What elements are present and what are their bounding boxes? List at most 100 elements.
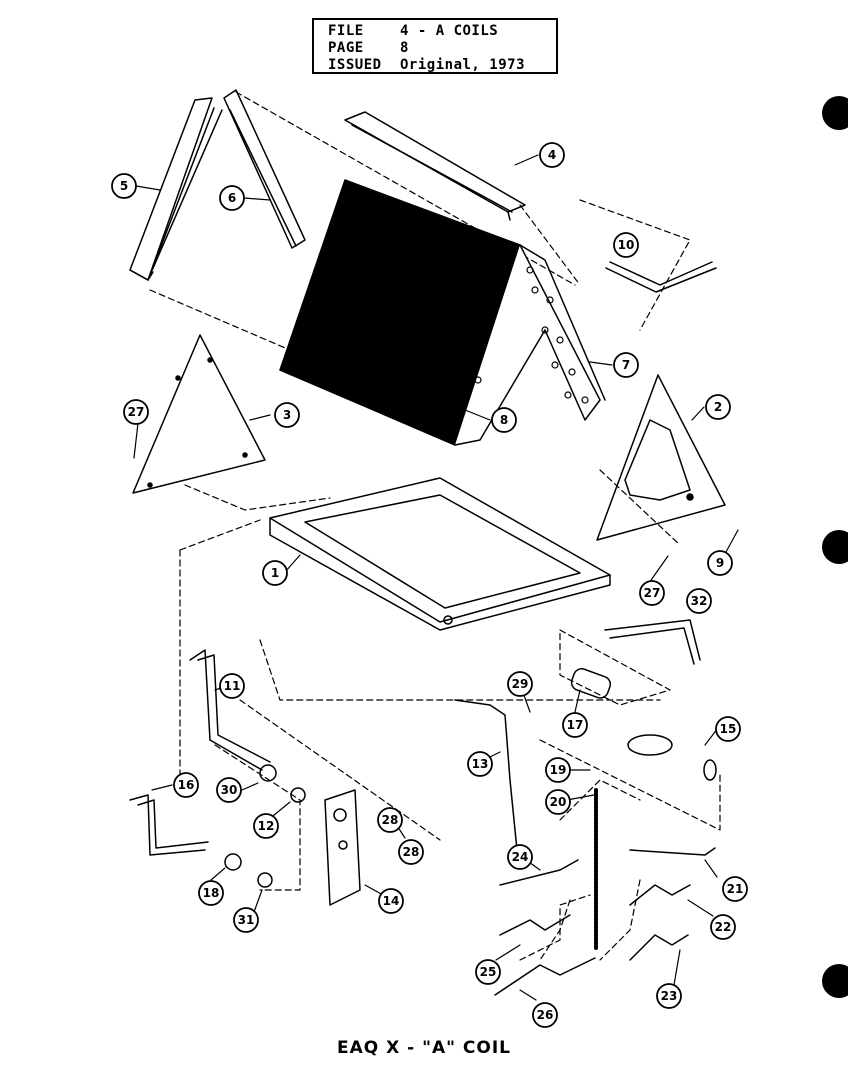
callout-circle-32 (686, 588, 712, 614)
callout-label-15: 15 (720, 722, 737, 736)
part-5-left-trough (129, 97, 215, 281)
callout-circle-17 (562, 712, 588, 738)
callout-label-7: 7 (622, 358, 630, 372)
callout-circle-16 (173, 772, 199, 798)
callout-circle-13 (467, 751, 493, 777)
callout-label-11: 11 (224, 679, 241, 693)
part-16-pipe (129, 794, 209, 856)
issued-value: Original, 1973 (400, 57, 526, 73)
callout-circle-12 (253, 813, 279, 839)
part-2-end-plate (596, 374, 726, 541)
callout-circle-5 (111, 173, 137, 199)
part-10-tube (605, 261, 717, 293)
callout-label-2: 2 (714, 400, 722, 414)
callout-circle-21 (722, 876, 748, 902)
callout-circle-19 (545, 757, 571, 783)
part-14-bracket (324, 789, 361, 906)
part-31-fitting (257, 872, 273, 888)
part-18-nut (224, 853, 242, 871)
callout-circle-6 (219, 185, 245, 211)
callout-circle-26 (532, 1002, 558, 1028)
callout-label-24: 24 (512, 850, 529, 864)
callout-circle-22 (710, 914, 736, 940)
callout-label-13: 13 (472, 757, 489, 771)
a-coil-assembly (279, 179, 606, 446)
callout-circle-29 (507, 671, 533, 697)
issued-row: ISSUED Original, 1973 (328, 57, 556, 74)
file-row: FILE 4 - A COILS (328, 23, 556, 40)
callout-circle-10 (613, 232, 639, 258)
callout-label-32: 32 (691, 594, 708, 608)
callout-label-30: 30 (221, 783, 238, 797)
callout-label-8: 8 (500, 413, 508, 427)
callout-circle-2 (705, 394, 731, 420)
callout-label-16: 16 (178, 778, 195, 792)
callout-circle-27 (639, 580, 665, 606)
callout-label-1: 1 (271, 566, 279, 580)
callout-label-19: 19 (550, 763, 567, 777)
callout-circle-31 (233, 907, 259, 933)
callout-circle-1 (262, 560, 288, 586)
callout-circle-28 (377, 807, 403, 833)
callout-label-20: 20 (550, 795, 567, 809)
callout-circle-7 (613, 352, 639, 378)
part-1-drain-pan (269, 477, 611, 631)
page-label: PAGE (328, 40, 364, 56)
callout-circle-14 (378, 888, 404, 914)
callout-circle-3 (274, 402, 300, 428)
callout-label-29: 29 (512, 677, 529, 691)
callout-label-22: 22 (715, 920, 732, 934)
issued-label: ISSUED (328, 57, 382, 73)
callout-label-21: 21 (727, 882, 744, 896)
callout-label-26: 26 (537, 1008, 554, 1022)
part-23-baffle (629, 934, 689, 961)
callout-leaders (133, 154, 739, 1001)
file-info-box: FILE 4 - A COILS PAGE 8 ISSUED Original,… (312, 18, 558, 74)
part-22-baffle (629, 884, 691, 906)
callout-label-14: 14 (383, 894, 400, 908)
binder-hole-icon (822, 96, 848, 130)
callout-label-27: 27 (128, 405, 145, 419)
callout-circle-30 (216, 777, 242, 803)
callout-label-10: 10 (618, 238, 635, 252)
file-label: FILE (328, 23, 364, 39)
callout-label-28: 28 (403, 845, 420, 859)
callout-circle-9 (707, 550, 733, 576)
callout-circle-25 (475, 959, 501, 985)
callout-circle-4 (539, 142, 565, 168)
callout-circle-27 (123, 399, 149, 425)
callout-circle-23 (656, 983, 682, 1009)
callout-label-23: 23 (661, 989, 678, 1003)
part-12-fitting (290, 787, 306, 803)
page-row: PAGE 8 (328, 40, 556, 57)
part-3-end-plate (132, 334, 266, 494)
callout-balloons: 1234567891011121314151617181920212223242… (111, 142, 748, 1028)
callout-label-28: 28 (382, 813, 399, 827)
callout-label-4: 4 (548, 148, 556, 162)
callout-label-18: 18 (203, 886, 220, 900)
part-21-baffle (629, 847, 716, 856)
callout-label-12: 12 (258, 819, 275, 833)
part-11-pipe (189, 649, 271, 771)
callout-label-17: 17 (567, 718, 584, 732)
file-value: 4 - A COILS (400, 23, 499, 39)
part-30-nut (259, 764, 277, 782)
callout-label-27: 27 (644, 586, 661, 600)
part-32-tube (604, 619, 701, 665)
callout-label-6: 6 (228, 191, 236, 205)
part-6-slotted-channel (149, 89, 306, 276)
callout-label-9: 9 (716, 556, 724, 570)
callout-label-3: 3 (283, 408, 291, 422)
part-4-top-channel (344, 111, 526, 221)
assembly-guide-lines (149, 91, 721, 961)
part-25-baffle (499, 914, 571, 936)
part-17-drier (570, 668, 612, 699)
part-24-baffle (499, 859, 579, 886)
page-value: 8 (400, 40, 409, 56)
part-15-capillary (627, 734, 717, 781)
callout-circle-11 (219, 673, 245, 699)
callout-circle-24 (507, 844, 533, 870)
callout-label-31: 31 (238, 913, 255, 927)
callout-circle-8 (491, 407, 517, 433)
